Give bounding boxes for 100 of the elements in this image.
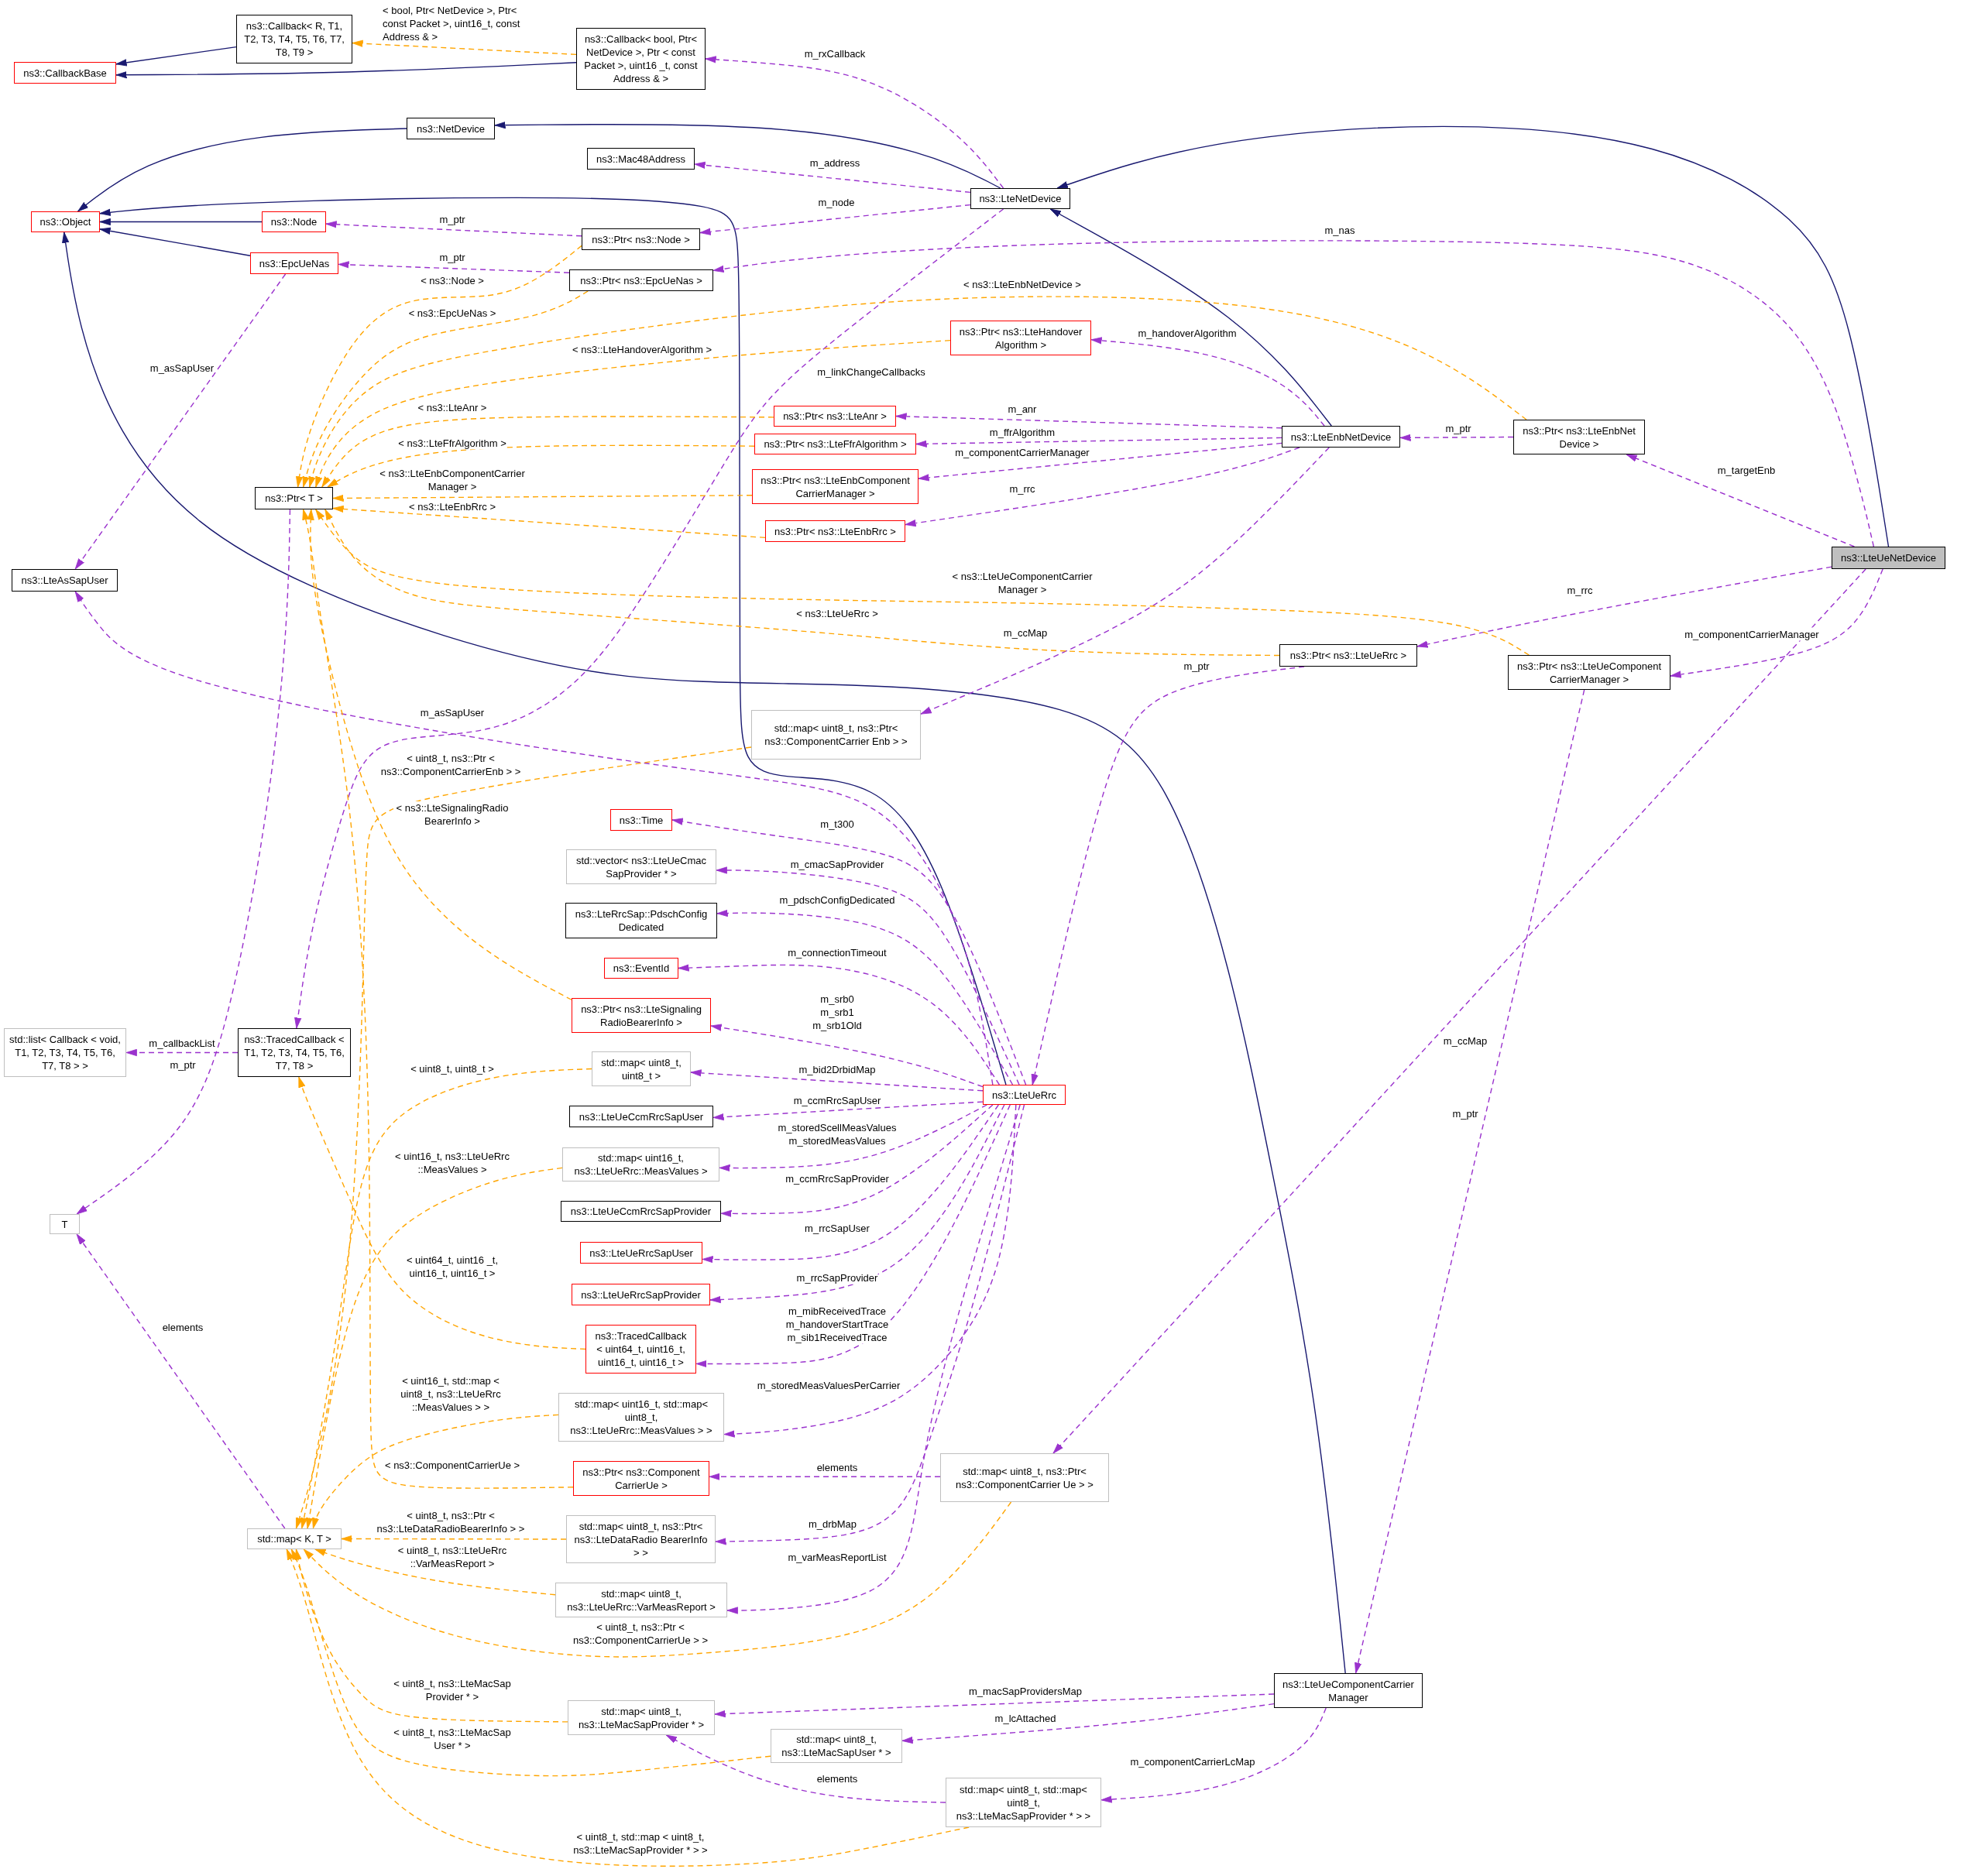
class-box: std::map< uint8_t, ns3::LteUeRrc::VarMeasReport > [555,1583,727,1617]
dashed-arrow [74,591,994,1085]
dashed-arrow [327,444,755,488]
edge-label: m_rrcSapProvider [796,1271,878,1284]
class-box: std::map< uint8_t, ns3::Ptr< ns3::ComponentCarrier Enb > > [751,710,921,760]
class-box: ns3::Node [262,211,326,232]
dashed-arrow [286,1548,970,1867]
class-box: ns3::LteUeRrc [983,1085,1066,1105]
arrow [99,218,263,226]
class-box: ns3::CallbackBase [14,62,116,84]
class-box: ns3::TracedCallback < uint64_t, uint16_t, uint16_t, uint16_t > [585,1325,696,1374]
dashed-arrow [74,273,287,570]
dashed-arrow [702,1104,1000,1264]
class-box: std::vector< ns3::LteUeCmac SapProvider * > [566,849,716,884]
dashed-arrow [918,442,1282,482]
dashed-arrow [338,261,570,273]
dashed-arrow [332,505,766,539]
dashed-arrow [665,1734,946,1803]
class-box: ns3::LteUeCcmRrcSapProvider [561,1201,721,1222]
dashed-arrow [719,1104,988,1172]
class-box: ns3::Object [31,211,100,232]
dashed-arrow [302,509,574,1489]
class-box: std::map< uint8_t, ns3::Ptr< ns3::LteDataRadio BearerInfo > > [566,1515,716,1563]
dashed-arrow [294,1548,568,1723]
dashed-arrow [1416,566,1832,648]
class-box: T [50,1214,80,1234]
dashed-arrow [314,1548,556,1596]
arrow [1049,208,1332,427]
dashed-arrow [352,39,577,56]
dashed-arrow [315,509,1530,656]
dashed-arrow [1355,689,1585,1674]
dashed-arrow [695,1104,1011,1368]
dashed-arrow [325,221,582,237]
arrow [99,197,1007,1085]
class-box: ns3::Ptr< ns3::LteHandover Algorithm > [950,321,1091,355]
class-box: ns3::LteAsSapUser [12,569,118,592]
arrow [1056,125,1890,547]
dashed-arrow [295,746,752,1529]
arrow [115,46,237,67]
class-box: std::map< uint8_t, uint8_t > [592,1051,691,1086]
dashed-arrow [294,208,1004,1029]
class-box: ns3::TracedCallback < T1, T2, T3, T4, T5, T6, T7, T8 > [238,1028,351,1077]
class-box: std::map< uint8_t, ns3::LteMacSapUser * > [771,1729,902,1763]
class-box: ns3::Ptr< ns3::LteEnbNet Device > [1513,420,1645,454]
class-box: ns3::NetDevice [407,118,495,139]
class-box: ns3::Ptr< ns3::Node > [582,228,700,250]
dashed-arrow [920,447,1330,715]
edge-label: m_componentCarrierManager [1684,627,1819,641]
class-box: std::map< uint16_t, ns3::LteUeRrc::MeasValues > [562,1147,719,1182]
dashed-arrow [895,413,1282,429]
dashed-arrow [1052,568,1866,1454]
dashed-arrow [1626,454,1856,547]
class-box: ns3::LteNetDevice [970,188,1070,209]
class-box: ns3::Callback< R, T1, T2, T3, T4, T5, T6, T7, T8, T9 > [236,15,352,63]
class-box: std::map< uint8_t, ns3::Ptr< ns3::ComponentCarrier Ue > > [940,1453,1109,1502]
dashed-arrow [1399,434,1514,441]
class-box: ns3::Mac48Address [587,148,695,170]
dashed-arrow [332,494,753,502]
dashed-arrow [302,290,589,488]
dashed-arrow [671,818,1027,1085]
dashed-arrow [1670,568,1883,678]
class-box: ns3::LteUeRrcSapUser [580,1242,702,1264]
class-box: std::map< uint8_t, ns3::LteMacSapProvider * > [568,1700,715,1735]
class-box: ns3::Ptr< ns3::EpcUeNas > [569,269,713,291]
dashed-arrow [678,964,1001,1085]
dashed-arrow [710,1024,984,1088]
dashed-arrow [303,1501,1012,1658]
class-box: ns3::LteUeComponentCarrier Manager [1274,1673,1423,1708]
dashed-arrow [76,509,291,1215]
dashed-arrow [723,1104,1017,1438]
class-box: ns3::Callback< bool, Ptr< NetDevice >, Ptr < const Packet >, uint16 _t, const Address & > [576,28,706,90]
class-box: ns3::Ptr< ns3::LteUeRrc > [1279,644,1417,667]
class-box: ns3::Ptr< ns3::LteFfrAlgorithm > [754,434,916,454]
dashed-arrow [716,909,1014,1085]
class-box: ns3::LteEnbNetDevice [1282,426,1400,448]
class-box: ns3::Ptr< T > [255,487,333,509]
dashed-arrow [720,1104,994,1217]
dashed-arrow [712,1101,984,1121]
class-box: ns3::Ptr< ns3::Component CarrierUe > [573,1461,709,1496]
dashed-arrow [709,1473,941,1480]
class-box: ns3::EpcUeNas [250,252,338,274]
class-box: ns3::Ptr< ns3::LteAnr > [774,406,896,427]
dashed-arrow [324,509,1280,657]
class-box: std::list< Callback < void, T1, T2, T3, T4, T5, T6, T7, T8 > > [4,1028,126,1077]
dashed-arrow [76,1233,286,1529]
class-box: ns3::Ptr< ns3::LteEnbRrc > [765,520,905,542]
dashed-arrow [308,296,1527,488]
dashed-arrow [300,1068,592,1529]
dashed-arrow [341,1535,567,1543]
dashed-arrow [726,1104,1021,1614]
dashed-arrow [915,437,1282,448]
class-box: ns3::Ptr< ns3::LteUeComponent CarrierManager > [1508,655,1670,690]
dashed-arrow [298,1076,586,1350]
dashed-arrow [1100,1707,1327,1803]
class-box: ns3::LteUeCcmRrcSapUser [569,1106,713,1127]
class-box: ns3::LteUeRrcSapProvider [572,1284,710,1305]
dashed-arrow [321,416,774,488]
class-box: ns3::LteRrcSap::PdschConfig Dedicated [565,903,717,938]
dashed-arrow [305,1167,563,1529]
dashed-arrow [290,1548,771,1777]
